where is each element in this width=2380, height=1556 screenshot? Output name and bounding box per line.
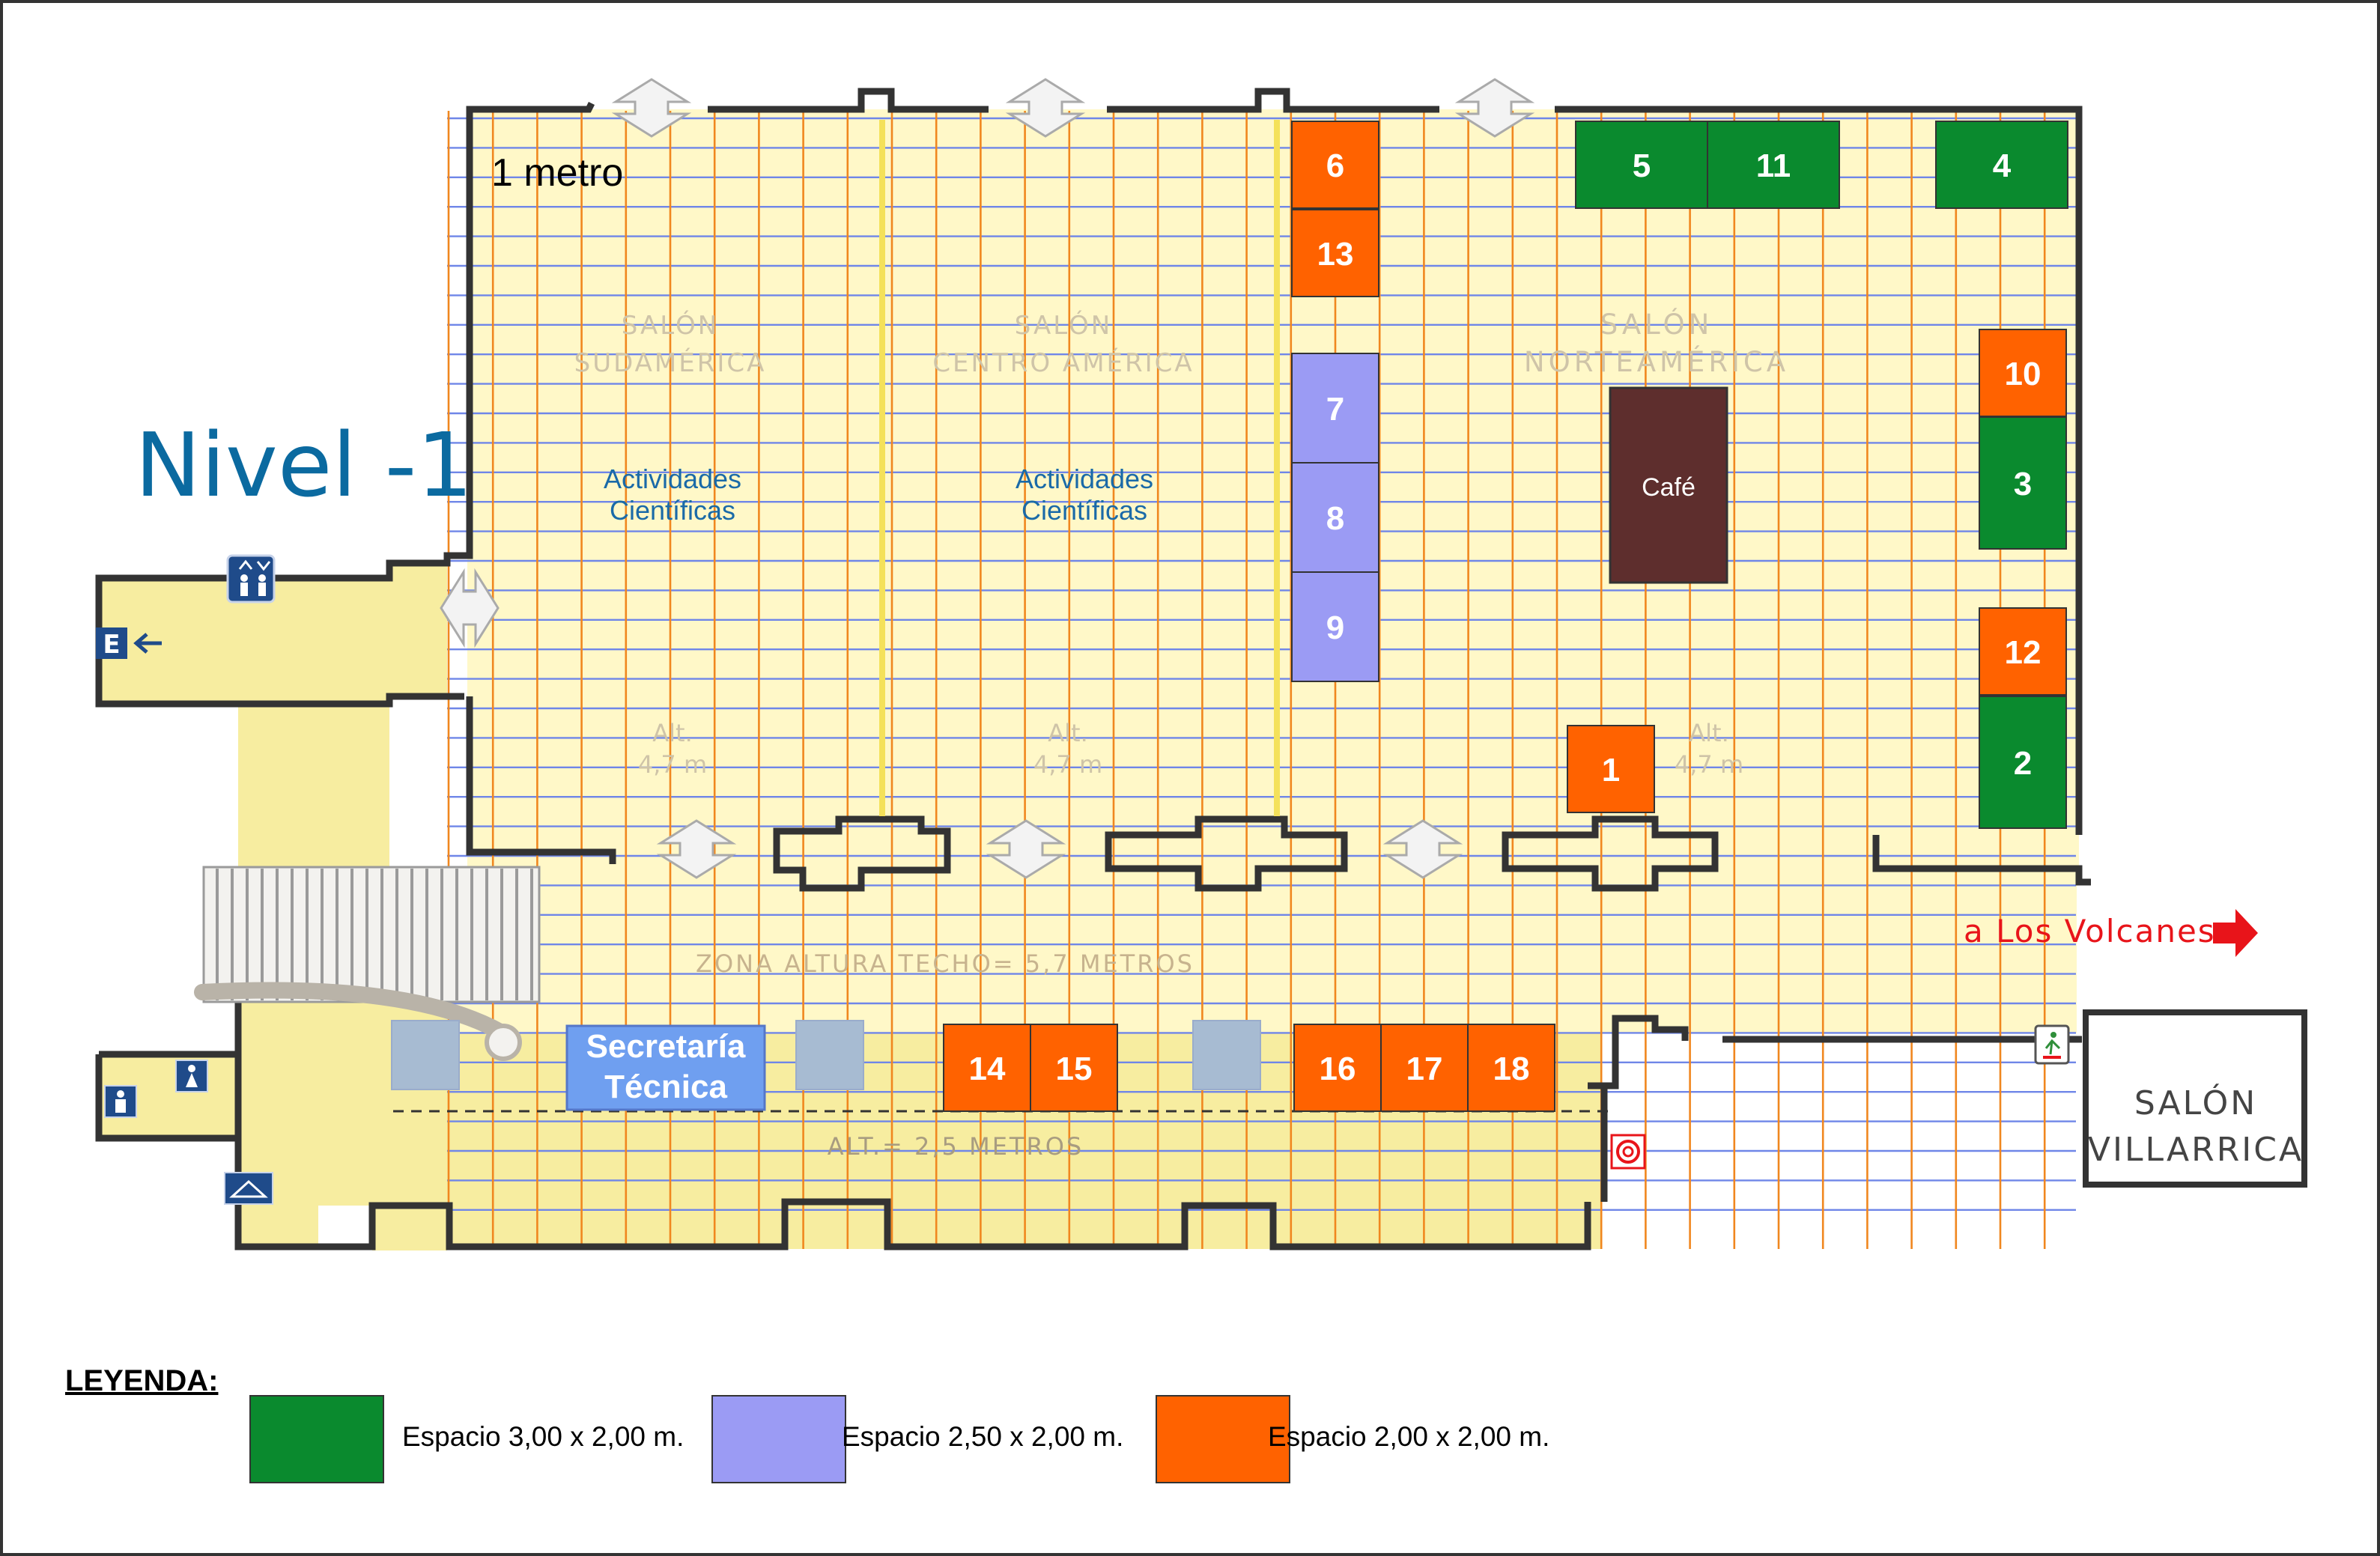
booth-2[interactable]: 2 [1979,696,2067,829]
legend-swatch-orange [1156,1395,1290,1483]
fire-hose-icon [1610,1134,1646,1170]
cafe-label: Café [1642,473,1696,502]
door-arrow-icon [656,819,737,879]
booth-number: 1 [1602,752,1620,788]
legend-swatch-purple [711,1395,846,1483]
booth-number: 3 [2014,466,2032,502]
booth-number: 10 [2005,356,2041,392]
walls [95,88,2091,1250]
door-arrow-icon [440,568,500,648]
booth-4[interactable]: 4 [1935,121,2068,209]
zone-ceiling-label: ZONA ALTURA TECHO= 5,7 METROS [696,949,1194,978]
legend-label-purple: Espacio 2,50 x 2,00 m. [842,1421,1124,1452]
booth-8[interactable]: 8 [1291,462,1379,573]
booth-number: 17 [1406,1051,1443,1087]
exit-los-volcanes[interactable]: a Los Volcanes [1964,909,2258,957]
booth-17[interactable]: 17 [1380,1024,1469,1112]
booth-number: 14 [969,1051,1006,1087]
door-arrow-icon [440,78,1535,879]
booth-number: 16 [1320,1051,1356,1087]
booth-number: 15 [1056,1051,1093,1087]
restroom-women-icon [175,1060,208,1092]
exit-label: a Los Volcanes [1964,913,2216,949]
booth-number: 13 [1317,236,1354,273]
legend-title: LEYENDA: [65,1364,219,1397]
pillars [391,1020,1261,1090]
alt-low-label: ALT.= 2,5 METROS [828,1132,1084,1161]
booth-number: 4 [1993,148,2012,184]
booth-number: 12 [2005,634,2041,671]
booth-13[interactable]: 13 [1291,209,1379,297]
emergency-exit-icon [2034,1024,2070,1065]
booth-16[interactable]: 16 [1293,1024,1382,1112]
booth-1[interactable]: 1 [1567,725,1655,813]
door-arrow-icon [1454,78,1535,138]
door-arrow-icon [1382,819,1463,879]
booth-number: 6 [1326,148,1344,184]
elevator-icon [226,554,276,604]
cloakroom-icon [224,1172,273,1205]
room-villarrica [2083,1009,2307,1188]
booth-number: 8 [1326,500,1344,537]
booth-number: 11 [1756,148,1791,184]
booth-10[interactable]: 10 [1979,329,2067,417]
height-label-norteamerica: Alt.4,7 m [1675,719,1743,779]
booth-7[interactable]: 7 [1291,353,1379,464]
booth-number: 2 [2014,745,2032,782]
door-arrow-icon [611,78,692,138]
booth-14[interactable]: 14 [943,1024,1031,1112]
scale-label: 1 metro [491,151,623,195]
booth-number: 9 [1326,610,1344,646]
stairs-icon [194,866,541,1061]
exit-icon: E [96,627,162,660]
booth-18[interactable]: 18 [1467,1024,1555,1112]
booth-15[interactable]: 15 [1030,1024,1118,1112]
booth-6[interactable]: 6 [1291,121,1379,209]
restroom-men-icon [104,1085,137,1118]
legend-label-orange: Espacio 2,00 x 2,00 m. [1268,1421,1550,1452]
legend-swatch-green [249,1395,384,1483]
booth-3[interactable]: 3 [1979,416,2067,550]
door-arrow-icon [1005,78,1086,138]
svg-text:E: E [103,630,120,660]
booth-number: 5 [1633,148,1651,184]
door-arrow-icon [986,819,1066,879]
booth-9[interactable]: 9 [1291,571,1379,682]
booth-5[interactable]: 5 [1575,121,1708,209]
legend-label-green: Espacio 3,00 x 2,00 m. [402,1421,684,1452]
page-title: Nivel -1 [135,413,473,517]
cafe-block[interactable]: Café [1609,386,1728,584]
booth-number: 7 [1326,391,1344,428]
height-label-sudamerica: Alt.4,7 m [638,719,707,779]
booth-11[interactable]: 11 [1707,121,1840,209]
booth-12[interactable]: 12 [1979,607,2067,696]
booth-number: 18 [1493,1051,1530,1087]
arrow-right-icon [2213,909,2258,957]
height-label-centroamerica: Alt.4,7 m [1033,719,1102,779]
